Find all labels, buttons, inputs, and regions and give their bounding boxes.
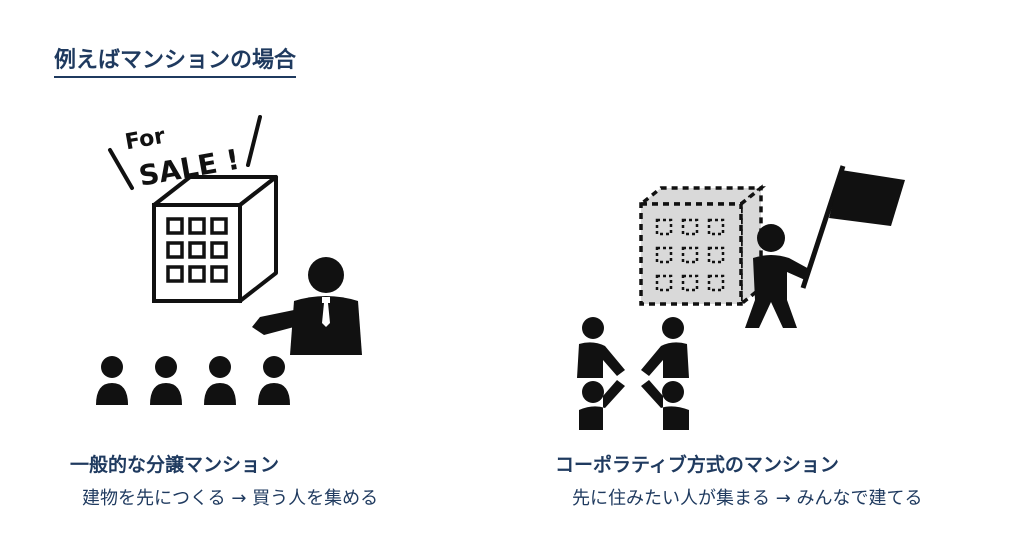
page-title: 例えばマンションの場合 [54, 42, 297, 78]
flag-bearer-icon [745, 165, 905, 328]
building-icon [152, 175, 278, 303]
sign-slash-right [246, 115, 262, 167]
dashed-building-icon [636, 184, 766, 308]
cooperative-illustration [577, 165, 905, 430]
four-people-joining-icon [577, 317, 689, 430]
left-caption-title: 一般的な分譲マンション [70, 454, 280, 476]
right-caption-title: コーポラティブ方式のマンション [555, 454, 839, 476]
sign-text-for: For [123, 124, 167, 156]
right-caption-sub: 先に住みたい人が集まる → みんなで建てる [572, 488, 923, 509]
audience-icon [96, 356, 290, 405]
for-sale-illustration: For SALE ! [96, 115, 362, 405]
sign-slash-left [108, 148, 134, 190]
left-caption-sub: 建物を先につくる → 買う人を集める [82, 488, 379, 509]
salesman-icon [252, 257, 362, 355]
